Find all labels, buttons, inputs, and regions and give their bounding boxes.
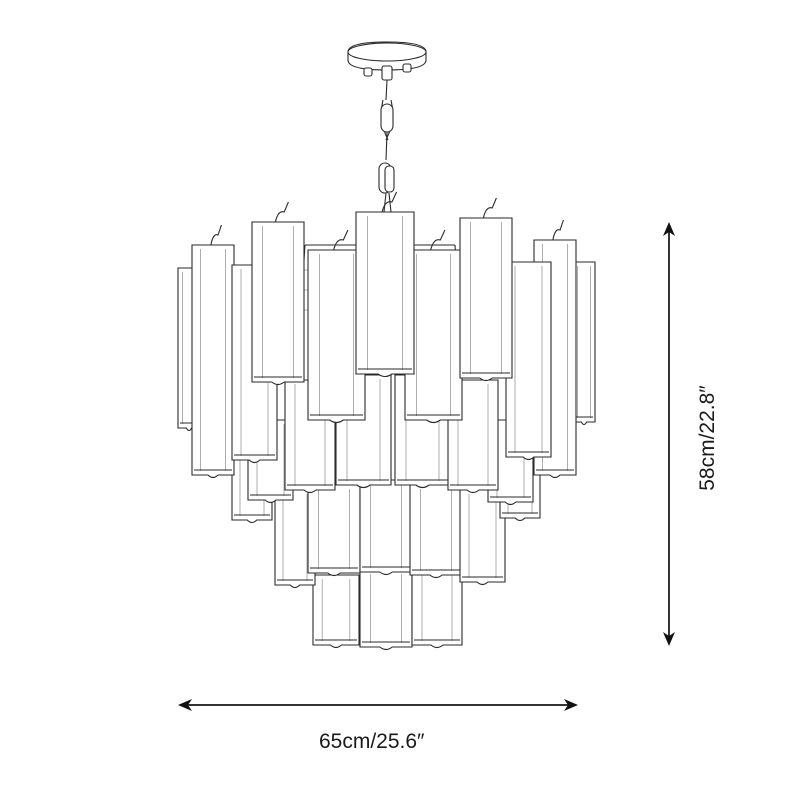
glass-tube bbox=[505, 261, 552, 461]
glass-tube bbox=[359, 569, 413, 651]
width-dimension-label: 65cm/25.6″ bbox=[319, 730, 425, 753]
glass-tube bbox=[307, 229, 366, 424]
height-dimension-label: 58cm/22.8″ bbox=[696, 385, 719, 491]
glass-tube bbox=[191, 224, 235, 479]
glass-tubes bbox=[177, 191, 596, 651]
width-dimension-arrow bbox=[178, 699, 578, 711]
glass-tube bbox=[411, 569, 463, 649]
glass-tube bbox=[409, 484, 463, 579]
chain bbox=[378, 79, 395, 213]
glass-tube bbox=[355, 191, 415, 378]
glass-tube bbox=[312, 574, 360, 649]
ceiling-canopy bbox=[347, 41, 427, 81]
glass-tube bbox=[459, 489, 506, 586]
glass-tube bbox=[274, 489, 316, 589]
glass-tube bbox=[251, 201, 305, 386]
glass-tube bbox=[404, 229, 463, 424]
glass-tube bbox=[307, 484, 361, 577]
glass-tube bbox=[359, 479, 413, 576]
glass-tube bbox=[459, 197, 513, 382]
height-dimension-arrow bbox=[663, 222, 675, 646]
glass-tube bbox=[572, 261, 596, 426]
